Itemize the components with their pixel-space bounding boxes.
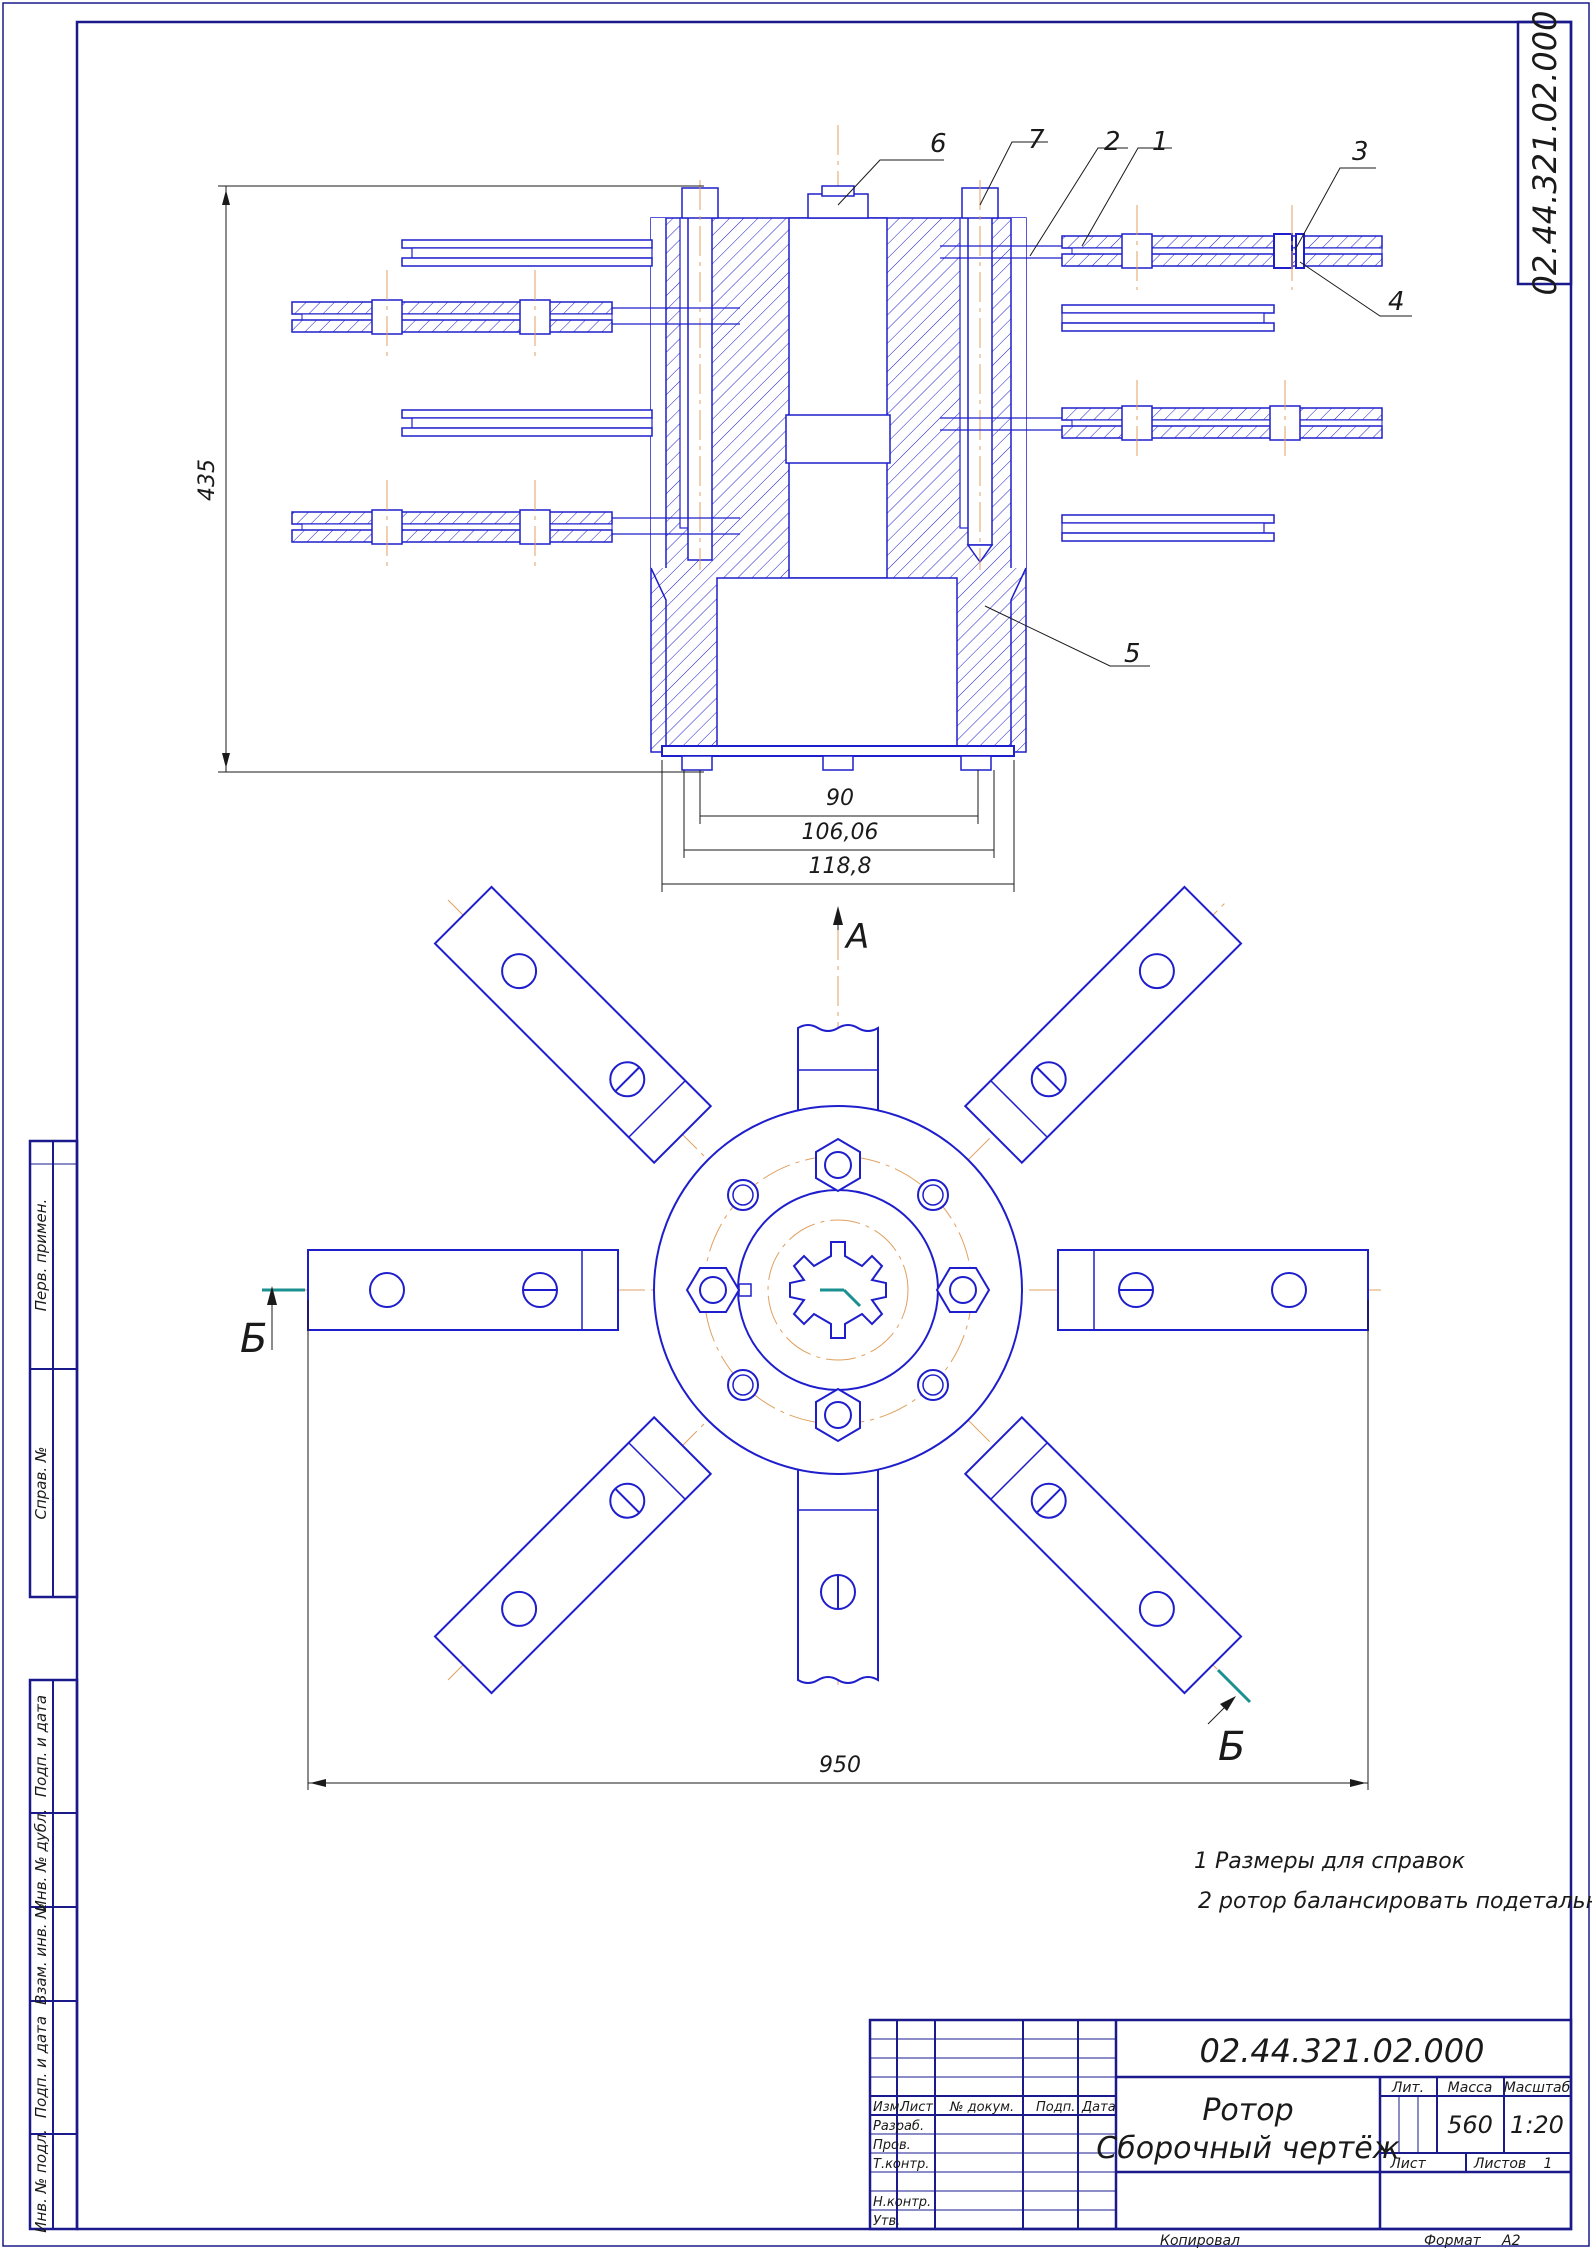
col-doc: № докум. <box>949 2100 1014 2115</box>
bolt-left <box>681 180 719 570</box>
row-razrab: Разраб. <box>873 2119 924 2134</box>
section-b-left-label: Б <box>240 1316 267 1362</box>
podp-data-label-1: Подп. и дата <box>32 1695 50 1797</box>
callout-4: 4 <box>1388 287 1405 317</box>
center-bolt-head <box>807 185 869 219</box>
right-arms <box>940 205 1383 542</box>
sheets-count: 1 <box>1544 2156 1553 2172</box>
mass-value: 560 <box>1447 2111 1493 2139</box>
sheet-label: Лист <box>1389 2156 1426 2172</box>
format-value: A2 <box>1501 2233 1521 2249</box>
note-1: 1 Размеры для справок <box>1194 1849 1466 1874</box>
hdr-scale: Масштаб <box>1504 2080 1571 2096</box>
hex-nuts <box>685 1137 991 1443</box>
col-date: Дата <box>1081 2100 1116 2115</box>
left-arms <box>291 239 740 570</box>
podp-data-label-2: Подп. и дата <box>32 2016 50 2118</box>
arm-ne <box>963 885 1243 1165</box>
callout-1: 1 <box>1152 127 1169 157</box>
code-stamp-text: 02.44.321.02.000 <box>1526 11 1564 296</box>
notes: 1 Размеры для справок 2 ротор балансиров… <box>1194 1849 1592 1914</box>
col-sign: Подп. <box>1036 2100 1075 2115</box>
title-block: 02.44.321.02.000 Ротор Сборочный чертёж … <box>868 2018 1573 2231</box>
copied-label: Копировал <box>1160 2233 1240 2249</box>
title-code: 02.44.321.02.000 <box>1200 2032 1485 2070</box>
round-bolts <box>727 1179 949 1401</box>
format-label: Формат <box>1424 2233 1482 2249</box>
arm-right <box>1057 1249 1369 1331</box>
section-view: 6 7 2 1 3 4 5 435 90 106,06 <box>195 125 1412 892</box>
arm-se <box>963 1415 1243 1695</box>
callout-3: 3 <box>1352 137 1369 167</box>
leaders <box>837 141 1412 667</box>
plan-view <box>293 885 1383 1695</box>
base-bolts <box>681 755 992 771</box>
callout-7: 7 <box>1028 125 1045 155</box>
side-stamp: Перв. примен. Справ. № Подп. и дата Инв.… <box>28 1139 79 2233</box>
dim-span: 950 <box>307 1300 1369 1790</box>
note-2: 2 ротор балансировать подетально <box>1198 1889 1592 1914</box>
view-a-label: A <box>844 917 869 957</box>
row-prov: Пров. <box>873 2138 911 2153</box>
title-name: Ротор <box>1202 2093 1293 2128</box>
section-b-markers: Б Б <box>240 1286 1252 1770</box>
hdr-lit: Лит. <box>1391 2080 1424 2096</box>
row-tkontr: Т.контр. <box>873 2157 929 2172</box>
bolt-right <box>961 180 999 570</box>
dim-widths: 90 106,06 118,8 <box>661 760 1015 892</box>
dim-height: 435 <box>195 185 704 773</box>
callout-6: 6 <box>930 129 947 159</box>
sprav-no-label: Справ. № <box>32 1447 50 1520</box>
title-subname: Сборочный чертёж <box>1096 2131 1399 2166</box>
perv-primen-label: Перв. примен. <box>32 1199 50 1312</box>
arm-bottom <box>797 1470 879 1684</box>
col-list: Лист <box>899 2100 933 2115</box>
dim-950-label: 950 <box>819 1753 861 1778</box>
section-b-right-label: Б <box>1218 1724 1245 1770</box>
hub-body <box>650 217 1027 757</box>
sheets-label: Листов <box>1473 2156 1526 2172</box>
arm-left <box>307 1249 619 1331</box>
vzam-inv-label: Взам. инв. № <box>32 1903 50 2005</box>
code-stamp: 02.44.321.02.000 <box>1516 11 1573 296</box>
dim-90-label: 90 <box>826 786 854 811</box>
row-utv: Утв. <box>873 2214 900 2229</box>
dim-106-label: 106,06 <box>802 820 879 845</box>
arm-sw <box>433 1415 713 1695</box>
scale-value: 1:20 <box>1510 2111 1564 2139</box>
row-nkontr: Н.контр. <box>873 2195 931 2210</box>
dim-118-label: 118,8 <box>809 854 872 879</box>
arm-top <box>797 1024 879 1110</box>
callout-2: 2 <box>1104 127 1121 157</box>
inv-dubl-label: Инв. № дубл. <box>32 1809 50 1912</box>
callout-5: 5 <box>1124 639 1141 669</box>
hdr-mass: Масса <box>1448 2080 1493 2096</box>
col-izm: Изм. <box>873 2100 904 2115</box>
arm-nw <box>433 885 713 1165</box>
inv-podl-label: Инв. № подл. <box>32 2129 50 2232</box>
dim-height-label: 435 <box>195 459 220 501</box>
